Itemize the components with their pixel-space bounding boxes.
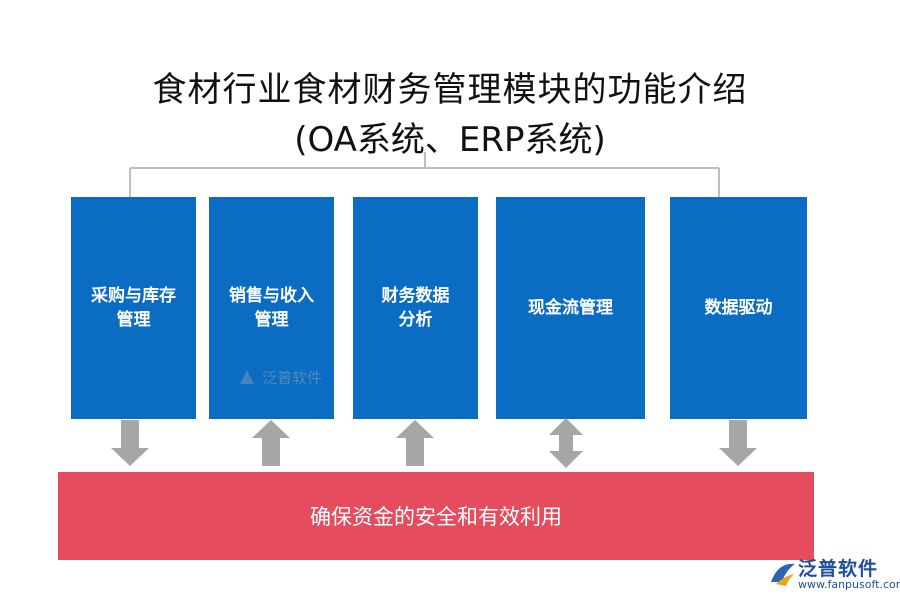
arrow-up-icon xyxy=(396,420,434,466)
bracket-lines xyxy=(129,152,720,197)
module-financial-analysis: 财务数据 分析 xyxy=(353,197,478,419)
footer-logo: 泛普软件 www.fanpusoft.com xyxy=(768,554,900,598)
goal-banner: 确保资金的安全和有效利用 xyxy=(58,472,814,560)
diagram-subtitle: (OA系统、ERP系统) xyxy=(294,120,606,160)
fanpu-logo-icon xyxy=(771,563,795,586)
watermark-logo-icon xyxy=(240,370,254,384)
module-data-driven: 数据驱动 xyxy=(670,197,807,419)
arrow-up-icon xyxy=(252,420,290,466)
arrow-down-icon xyxy=(111,420,149,466)
module-sales-revenue: 销售与收入 管理 xyxy=(209,197,334,419)
module-label: 数据驱动 xyxy=(704,298,773,318)
module-cash-flow: 现金流管理 xyxy=(496,197,645,419)
goal-banner-text: 确保资金的安全和有效利用 xyxy=(310,505,562,529)
module-label: 财务数据 分析 xyxy=(381,286,450,330)
module-label: 销售与收入 管理 xyxy=(229,286,314,330)
watermark-text: 泛普软件 xyxy=(262,368,323,387)
module-label: 采购与库存 管理 xyxy=(91,286,176,330)
arrows-group xyxy=(111,418,757,468)
arrow-down-icon xyxy=(719,420,757,466)
module-procurement-inventory: 采购与库存 管理 xyxy=(71,197,196,419)
module-label: 现金流管理 xyxy=(528,298,613,318)
footer-url: www.fanpusoft.com xyxy=(798,578,900,591)
diagram-title: 食材行业食材财务管理模块的功能介绍 xyxy=(152,70,748,110)
footer-brand: 泛普软件 xyxy=(798,558,879,580)
arrow-both-icon xyxy=(549,418,583,468)
watermark: 泛普软件 xyxy=(236,366,322,388)
